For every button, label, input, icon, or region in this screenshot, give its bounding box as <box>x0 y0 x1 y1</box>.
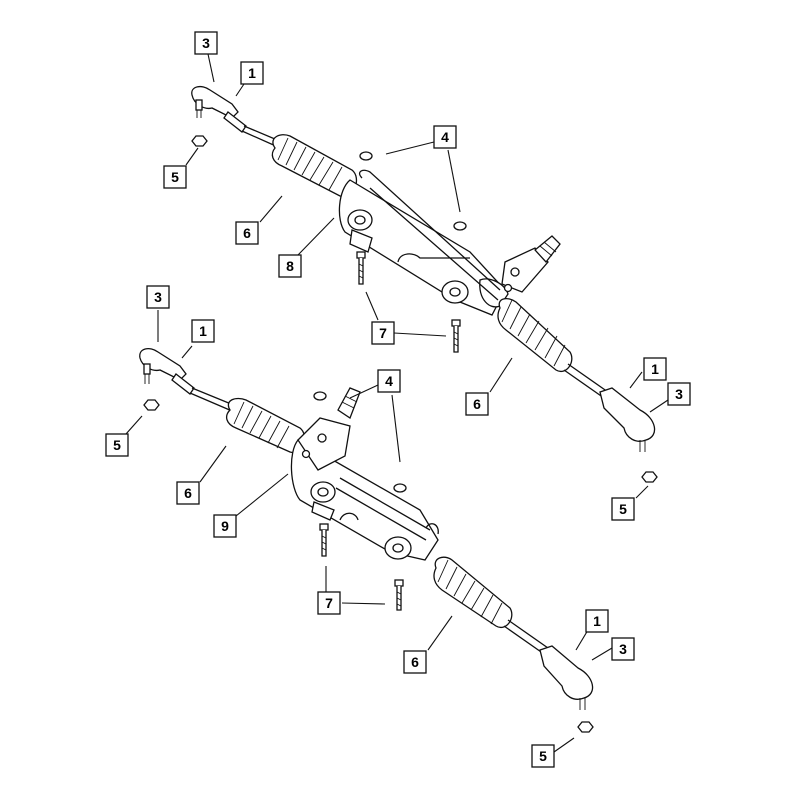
callout-boxes: 3 1 5 6 8 4 7 6 1 3 5 3 1 5 6 9 4 7 6 1 … <box>105 31 691 768</box>
callout-bot-5-left: 5 <box>105 433 129 457</box>
callout-top-8: 8 <box>278 254 302 278</box>
callout-top-1-left: 1 <box>240 61 264 85</box>
bottom-left-boot <box>225 397 306 454</box>
svg-text:1: 1 <box>593 613 601 629</box>
callout-top-6-left: 6 <box>235 221 259 245</box>
bottom-bolt-right <box>394 579 404 611</box>
callout-top-3-right: 3 <box>667 382 691 406</box>
top-right-nut <box>641 471 658 483</box>
bottom-steering-gear-assembly <box>139 347 594 733</box>
bottom-left-nut <box>143 399 160 411</box>
svg-text:3: 3 <box>202 35 210 51</box>
svg-text:9: 9 <box>221 518 229 534</box>
callout-top-3-left: 3 <box>194 31 218 55</box>
bottom-bolt-left <box>319 523 329 557</box>
top-left-tie-rod-end <box>191 85 247 133</box>
top-left-nut <box>191 135 208 147</box>
callout-bot-5-right: 5 <box>531 744 555 768</box>
svg-text:3: 3 <box>675 386 683 402</box>
svg-text:7: 7 <box>325 595 333 611</box>
top-bushing-lower <box>453 221 467 231</box>
top-right-tie-rod-end <box>599 387 656 452</box>
bottom-left-tie-rod-end <box>139 347 195 395</box>
callout-bot-3-right: 3 <box>611 637 635 661</box>
svg-text:6: 6 <box>243 225 251 241</box>
leader-lines <box>125 53 669 753</box>
top-steering-gear-assembly <box>191 85 658 483</box>
callout-bot-7: 7 <box>317 591 341 615</box>
svg-text:3: 3 <box>154 289 162 305</box>
bottom-gear-housing <box>290 387 439 561</box>
svg-text:4: 4 <box>385 373 393 389</box>
svg-text:7: 7 <box>379 325 387 341</box>
callout-top-5-right: 5 <box>611 497 635 521</box>
svg-text:3: 3 <box>619 641 627 657</box>
svg-text:1: 1 <box>199 323 207 339</box>
svg-text:8: 8 <box>286 258 294 274</box>
callout-top-7: 7 <box>371 321 395 345</box>
callout-top-5-left: 5 <box>163 165 187 189</box>
top-gear-housing <box>338 169 561 316</box>
callout-top-6-right: 6 <box>465 392 489 416</box>
svg-text:5: 5 <box>171 169 179 185</box>
svg-text:5: 5 <box>539 748 547 764</box>
callout-top-4: 4 <box>433 125 457 149</box>
top-bolt-right <box>451 319 461 353</box>
callout-bot-1-left: 1 <box>191 319 215 343</box>
bottom-bushing-upper <box>313 391 327 401</box>
svg-text:5: 5 <box>619 501 627 517</box>
svg-text:6: 6 <box>473 396 481 412</box>
callout-top-1-right: 1 <box>643 357 667 381</box>
bottom-right-tie-rod-end <box>539 645 594 710</box>
svg-text:4: 4 <box>441 129 449 145</box>
top-right-boot <box>497 297 573 373</box>
bottom-right-boot <box>433 556 513 629</box>
callout-bot-9: 9 <box>213 514 237 538</box>
callout-bot-1-right: 1 <box>585 609 609 633</box>
top-bushing-upper <box>359 151 373 161</box>
callout-bot-6-right: 6 <box>403 650 427 674</box>
svg-text:1: 1 <box>248 65 256 81</box>
callout-bot-6-left: 6 <box>176 481 200 505</box>
svg-text:5: 5 <box>113 437 121 453</box>
callout-bot-3-left: 3 <box>146 285 170 309</box>
top-bolt-left <box>356 251 366 285</box>
svg-text:1: 1 <box>651 361 659 377</box>
svg-text:6: 6 <box>184 485 192 501</box>
callout-bot-4: 4 <box>377 369 401 393</box>
bottom-bushing-lower <box>393 483 407 493</box>
bottom-right-nut <box>577 721 594 733</box>
svg-text:6: 6 <box>411 654 419 670</box>
